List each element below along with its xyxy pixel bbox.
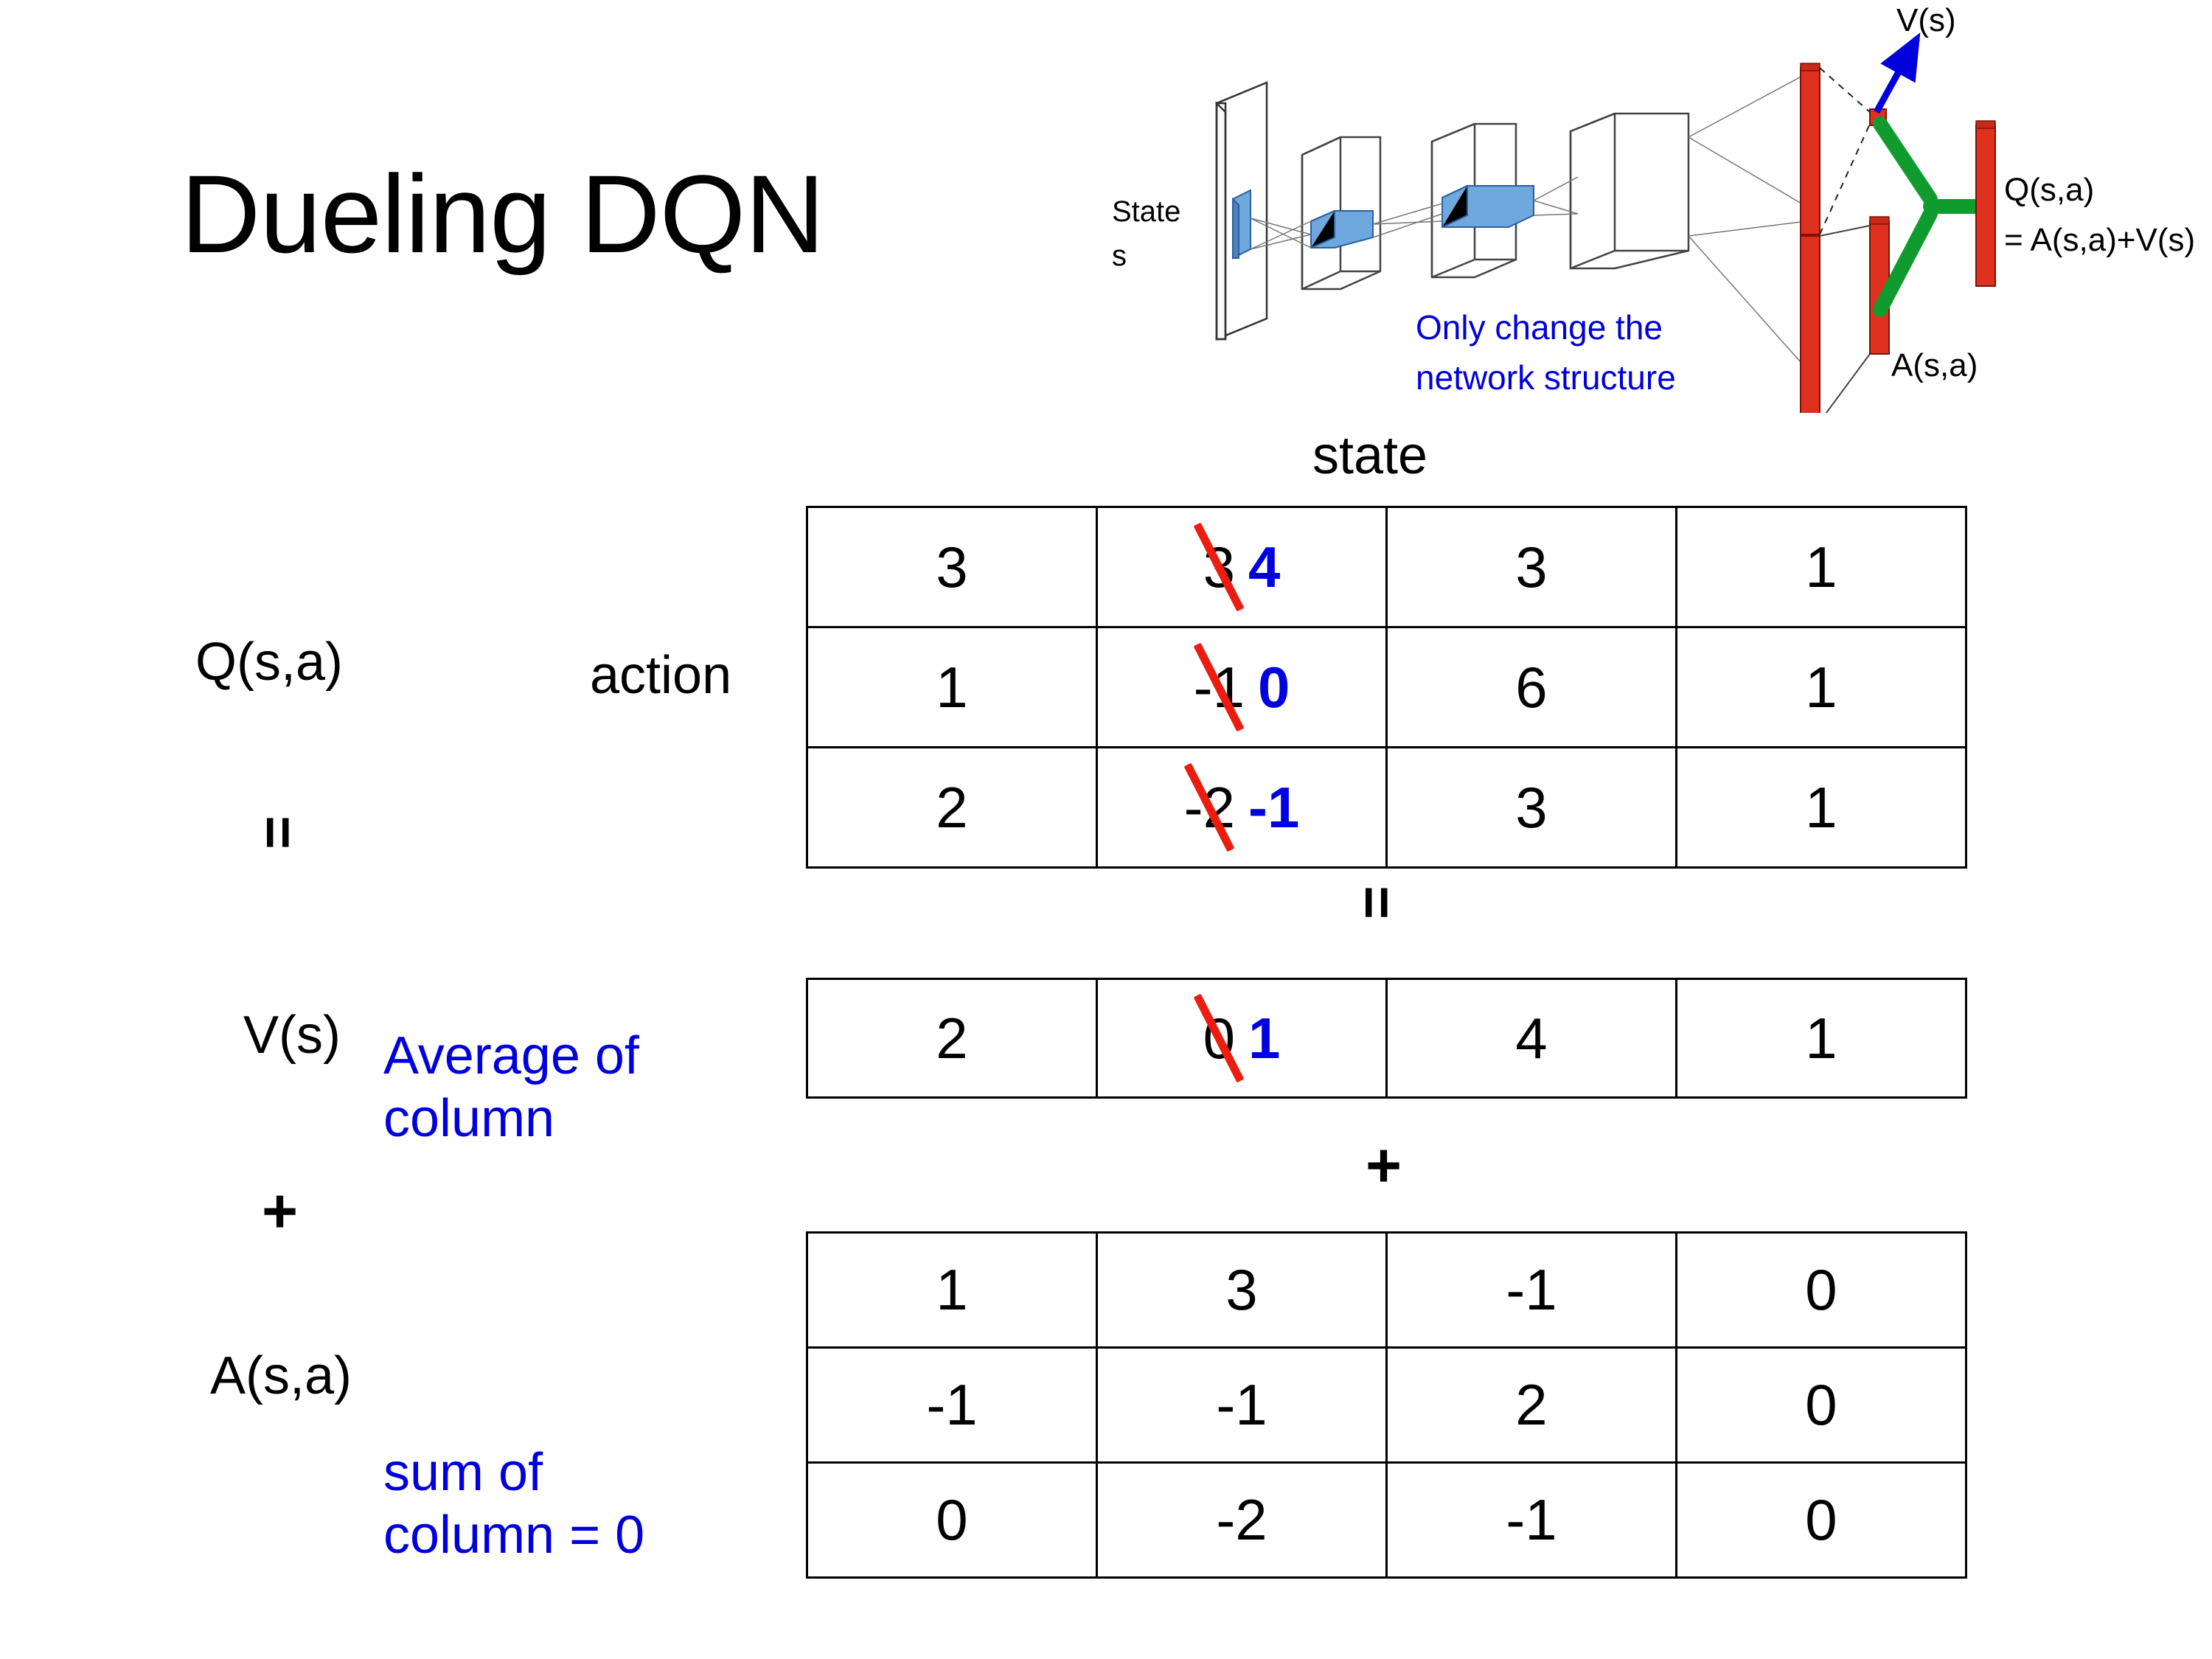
a-cell-r0c0[interactable]: 1 (806, 1231, 1098, 1349)
diagram-q-output-label-line1: Q(s,a) (2004, 172, 2094, 208)
q-cell-r2c2[interactable]: 3 (1385, 746, 1677, 869)
v-cell-c3[interactable]: 1 (1675, 978, 1967, 1099)
q-cell-new-value: -1 (1248, 774, 1300, 840)
v-value-table: 2 0 1 4 1 (806, 978, 1967, 1099)
q-cell-r0c1[interactable]: 3 4 (1096, 506, 1388, 628)
q-cell-r1c3[interactable]: 1 (1675, 626, 1967, 748)
equals-operator-left: = (246, 815, 311, 849)
state-axis-label: state (1312, 426, 1428, 485)
average-note-line2: column (383, 1088, 555, 1148)
diagram-note-line2: network structure (1416, 358, 1676, 397)
diagram-state-label-line2: s (1112, 240, 1127, 272)
a-cell-r2c3[interactable]: 0 (1675, 1461, 1967, 1579)
q-cell-r1c0[interactable]: 1 (806, 626, 1098, 748)
table-row: 1 -1 0 6 1 (806, 626, 1967, 748)
diagram-state-label-line1: State (1112, 195, 1180, 228)
q-cell-r0c0[interactable]: 3 (806, 506, 1098, 628)
action-axis-label: action (590, 646, 732, 705)
v-cell-c1[interactable]: 0 1 (1096, 978, 1388, 1099)
table-row: 0 -2 -1 0 (806, 1461, 1967, 1579)
a-cell-r1c3[interactable]: 0 (1675, 1346, 1967, 1464)
equals-operator-middle: = (1344, 886, 1410, 919)
plus-operator-middle: + (1366, 1130, 1402, 1200)
q-cell-new-value: 0 (1257, 654, 1290, 720)
average-note-line1: Average of (383, 1026, 639, 1085)
v-matrix-label: V(s) (243, 1006, 341, 1065)
q-cell-r0c3[interactable]: 1 (1675, 506, 1967, 628)
q-value-table: 3 3 4 3 1 1 -1 0 6 1 2 -2 -1 3 1 (806, 506, 1967, 869)
a-cell-r2c2[interactable]: -1 (1385, 1461, 1677, 1579)
a-cell-r1c1[interactable]: -1 (1096, 1346, 1388, 1464)
a-cell-r0c1[interactable]: 3 (1096, 1231, 1388, 1349)
a-cell-r1c2[interactable]: 2 (1385, 1346, 1677, 1464)
q-cell-new-value: 4 (1248, 534, 1281, 599)
diagram-note-line1: Only change the (1416, 308, 1663, 347)
a-cell-r0c2[interactable]: -1 (1385, 1231, 1677, 1349)
a-cell-r2c0[interactable]: 0 (806, 1461, 1098, 1579)
q-cell-old-value: -2 (1183, 774, 1235, 840)
sum-note-line1: sum of (383, 1443, 543, 1502)
a-cell-r1c0[interactable]: -1 (806, 1346, 1098, 1464)
q-cell-old-value: -1 (1193, 654, 1245, 720)
diagram-v-output-label: V(s) (1896, 2, 1956, 38)
table-row: 3 3 4 3 1 (806, 506, 1967, 628)
table-row: 2 -2 -1 3 1 (806, 746, 1967, 869)
table-row: -1 -1 2 0 (806, 1346, 1967, 1464)
a-cell-r0c3[interactable]: 0 (1675, 1231, 1967, 1349)
page-title: Dueling DQN (181, 152, 825, 276)
plus-operator-left: + (262, 1176, 299, 1245)
dueling-network-diagram: State s V(s) A(s,a) Q(s,a) = A(s,a)+V(s)… (1099, 0, 2205, 413)
diagram-a-output-label: A(s,a) (1891, 347, 1978, 383)
q-cell-old-value: 3 (1203, 534, 1235, 599)
q-cell-r2c1[interactable]: -2 -1 (1096, 746, 1388, 869)
table-row: 2 0 1 4 1 (806, 978, 1967, 1099)
q-cell-r1c2[interactable]: 6 (1385, 626, 1677, 748)
q-cell-r0c2[interactable]: 3 (1385, 506, 1677, 628)
sum-note-line2: column = 0 (383, 1505, 645, 1565)
sum-of-column-note: sum of column = 0 (383, 1441, 767, 1567)
table-row: 1 3 -1 0 (806, 1231, 1967, 1349)
v-cell-c0[interactable]: 2 (806, 978, 1098, 1099)
v-cell-c2[interactable]: 4 (1385, 978, 1677, 1099)
v-cell-old-value: 0 (1203, 1005, 1235, 1071)
q-matrix-label: Q(s,a) (195, 633, 344, 692)
a-matrix-label: A(s,a) (210, 1346, 352, 1405)
q-cell-r2c3[interactable]: 1 (1675, 746, 1967, 869)
q-cell-r1c1[interactable]: -1 0 (1096, 626, 1388, 748)
average-of-column-note: Average of column (383, 1025, 730, 1150)
advantage-value-table: 1 3 -1 0 -1 -1 2 0 0 -2 -1 0 (806, 1231, 1967, 1579)
v-cell-new-value: 1 (1248, 1005, 1281, 1071)
a-cell-r2c1[interactable]: -2 (1096, 1461, 1388, 1579)
diagram-q-output-label-line2: = A(s,a)+V(s) (2004, 222, 2195, 258)
q-cell-r2c0[interactable]: 2 (806, 746, 1098, 869)
